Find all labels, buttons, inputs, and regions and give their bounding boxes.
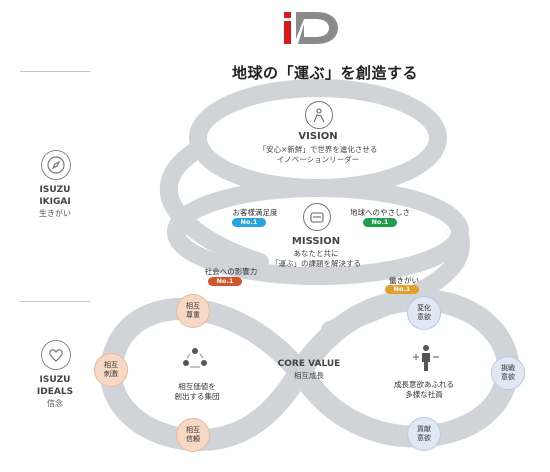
mission-line2: 「運ぶ」の課題を解決する: [271, 259, 361, 268]
ikigai-subtitle: 生きがい: [39, 209, 71, 218]
core-value-title: CORE VALUE: [277, 359, 341, 369]
ideals-title-line2: IDEALS: [36, 387, 74, 397]
right-loop-caption: 成長意欲あふれる 多様な社員: [378, 380, 470, 400]
right-caption-line2: 多様な社員: [405, 390, 443, 399]
heart-icon: [41, 340, 71, 370]
page-tagline: 地球の「運ぶ」を創造する: [231, 64, 418, 82]
right-caption-line1: 成長意欲あふれる: [394, 380, 454, 389]
company-logo: [282, 10, 342, 46]
bubble-line: 貢献: [417, 425, 431, 433]
ideals-label: ISUZU IDEALS 信念: [15, 374, 95, 410]
bubble-line: 信頼: [186, 435, 200, 443]
right-bubble-change: 変化意欲: [407, 296, 441, 330]
left-bubble-stimulus: 相互刺激: [94, 353, 128, 387]
bubble-line: 意欲: [501, 373, 515, 381]
bubble-line: 相互: [186, 302, 200, 310]
goal-badge-earth: No.1: [363, 218, 397, 227]
vision-title: VISION: [298, 131, 338, 142]
ikigai-label: ISUZU IKIGAI 生きがい: [15, 184, 95, 220]
compass-icon: [41, 150, 71, 180]
left-bubble-respect: 相互尊重: [176, 294, 210, 328]
infinity-loop: [100, 288, 520, 452]
left-caption-line2: 創出する集団: [174, 392, 220, 401]
bubble-line: 刺激: [104, 370, 118, 378]
ikigai-title-line1: ISUZU: [39, 185, 71, 195]
vision-line1: 「安心×新鮮」で世界を進化させる: [258, 145, 378, 154]
goal-label-customer: お客様満足度: [232, 208, 278, 217]
left-bubble-trust: 相互信頼: [176, 418, 210, 452]
mission-icon: [303, 203, 331, 231]
goal-badge-society: No.1: [208, 277, 242, 286]
side-divider: [20, 301, 90, 302]
bubble-line: 意欲: [417, 313, 431, 321]
mission-line1: あなたと共に: [293, 249, 339, 258]
goal-label-society: 社会への影響力: [204, 267, 258, 276]
spiral-link: [159, 139, 269, 271]
bubble-line: 相互: [104, 361, 118, 369]
goal-label-worklife: 働きがい: [389, 276, 419, 285]
people-circle-icon: [180, 345, 210, 373]
goal-label-earth: 地球へのやさしさ: [350, 208, 410, 217]
core-value-subtitle: 相互成長: [294, 371, 324, 380]
vision-line2: イノベーションリーダー: [276, 155, 360, 164]
mission-text: あなたと共に 「運ぶ」の課題を解決する: [246, 249, 386, 269]
vision-icon: [305, 101, 333, 129]
vision-text: 「安心×新鮮」で世界を進化させる イノベーションリーダー: [238, 145, 398, 165]
ikigai-title-line2: IKIGAI: [39, 197, 71, 207]
bubble-line: 変化: [417, 304, 431, 312]
logo-mark-icon: [284, 12, 338, 44]
goal-badge-customer: No.1: [232, 218, 266, 227]
bubble-line: 意欲: [417, 434, 431, 442]
bubble-line: 尊重: [186, 311, 200, 319]
mission-title: MISSION: [291, 236, 341, 247]
ideals-title-line1: ISUZU: [39, 375, 71, 385]
diverse-people-icon: [409, 343, 443, 373]
right-bubble-contribution: 貢献意欲: [407, 417, 441, 451]
left-caption-line1: 相互価値を: [178, 382, 216, 391]
bubble-line: 挑戦: [501, 364, 515, 372]
bubble-line: 相互: [186, 426, 200, 434]
side-divider: [20, 71, 90, 72]
right-bubble-challenge: 挑戦意欲: [491, 356, 525, 390]
goal-badge-worklife: No.1: [385, 285, 419, 294]
ideals-subtitle: 信念: [47, 399, 63, 408]
left-loop-caption: 相互価値を 創出する集団: [152, 382, 242, 402]
